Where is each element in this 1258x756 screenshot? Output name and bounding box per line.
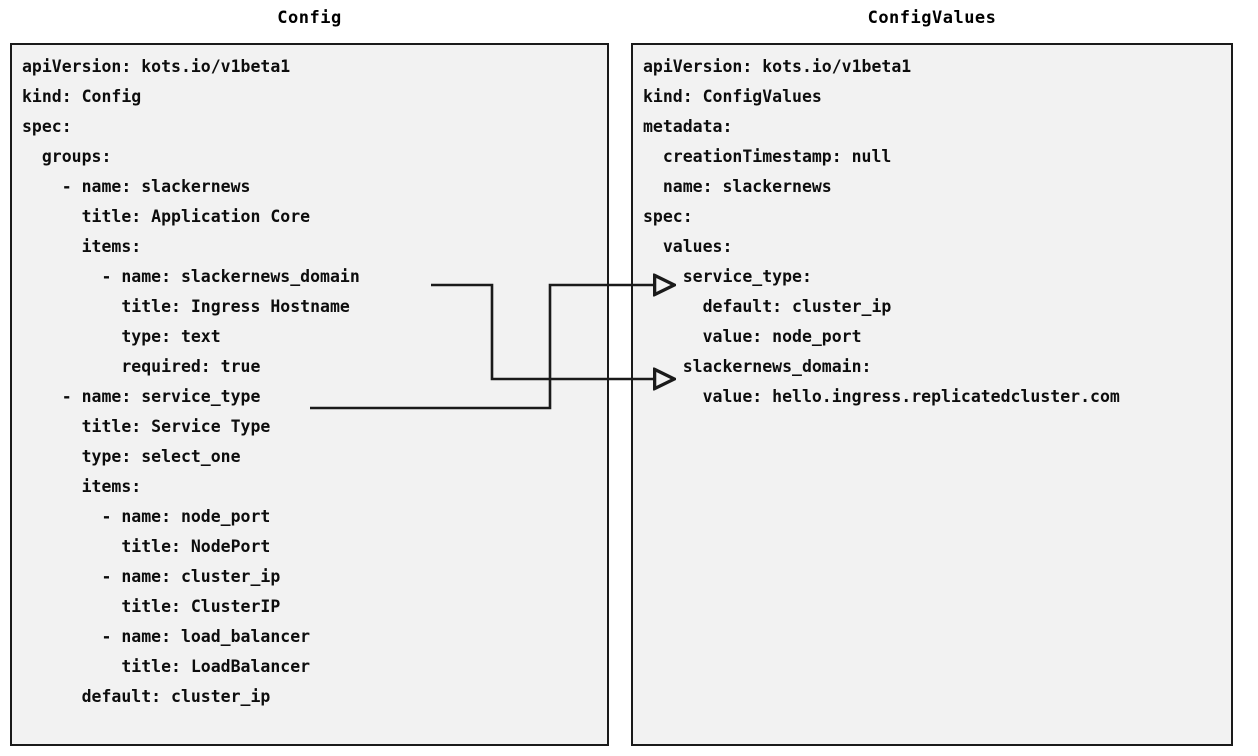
config-panel: apiVersion: kots.io/v1beta1 kind: Config…	[10, 43, 609, 746]
configvalues-panel: apiVersion: kots.io/v1beta1 kind: Config…	[631, 43, 1233, 746]
configvalues-panel-title: ConfigValues	[867, 8, 997, 28]
configvalues-yaml-code: apiVersion: kots.io/v1beta1 kind: Config…	[643, 57, 1120, 406]
config-yaml-code: apiVersion: kots.io/v1beta1 kind: Config…	[22, 57, 360, 706]
config-panel-title: Config	[277, 8, 342, 28]
